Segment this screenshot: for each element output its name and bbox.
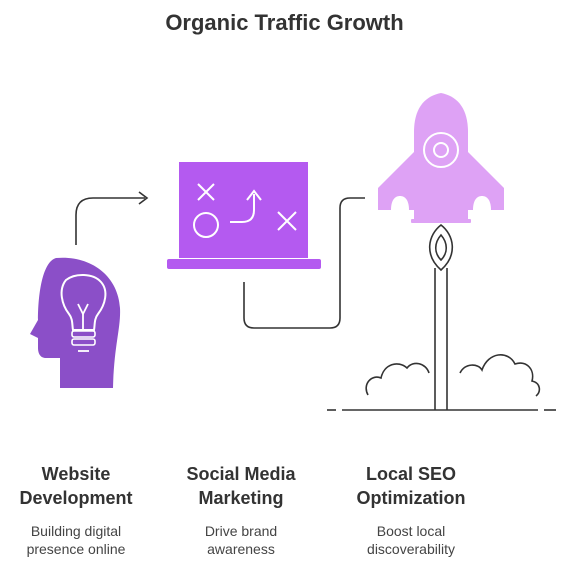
step-description: Drive brand awareness	[204, 523, 278, 557]
step-social-media-marketing: Social Media Marketing Drive brand aware…	[161, 462, 321, 558]
connector-line-2	[243, 197, 365, 329]
arrowhead-icon	[138, 191, 149, 205]
connector-arrow-1	[75, 197, 145, 245]
step-title: Social Media Marketing	[186, 464, 296, 508]
step-description: Boost local discoverability	[367, 523, 455, 557]
rocket-icon	[378, 93, 504, 410]
step-local-seo-optimization: Local SEO Optimization Boost local disco…	[331, 462, 491, 558]
diagram-title: Organic Traffic Growth	[165, 10, 404, 35]
lightbulb-head-icon	[30, 257, 121, 388]
step-title: Website Development	[19, 464, 133, 508]
step-title: Local SEO Optimization	[356, 464, 466, 508]
step-description: Building digital presence online	[26, 523, 126, 557]
cloud-icon	[342, 354, 541, 411]
step-website-development: Website Development Building digital pre…	[0, 462, 156, 558]
strategy-board-icon	[167, 162, 321, 269]
